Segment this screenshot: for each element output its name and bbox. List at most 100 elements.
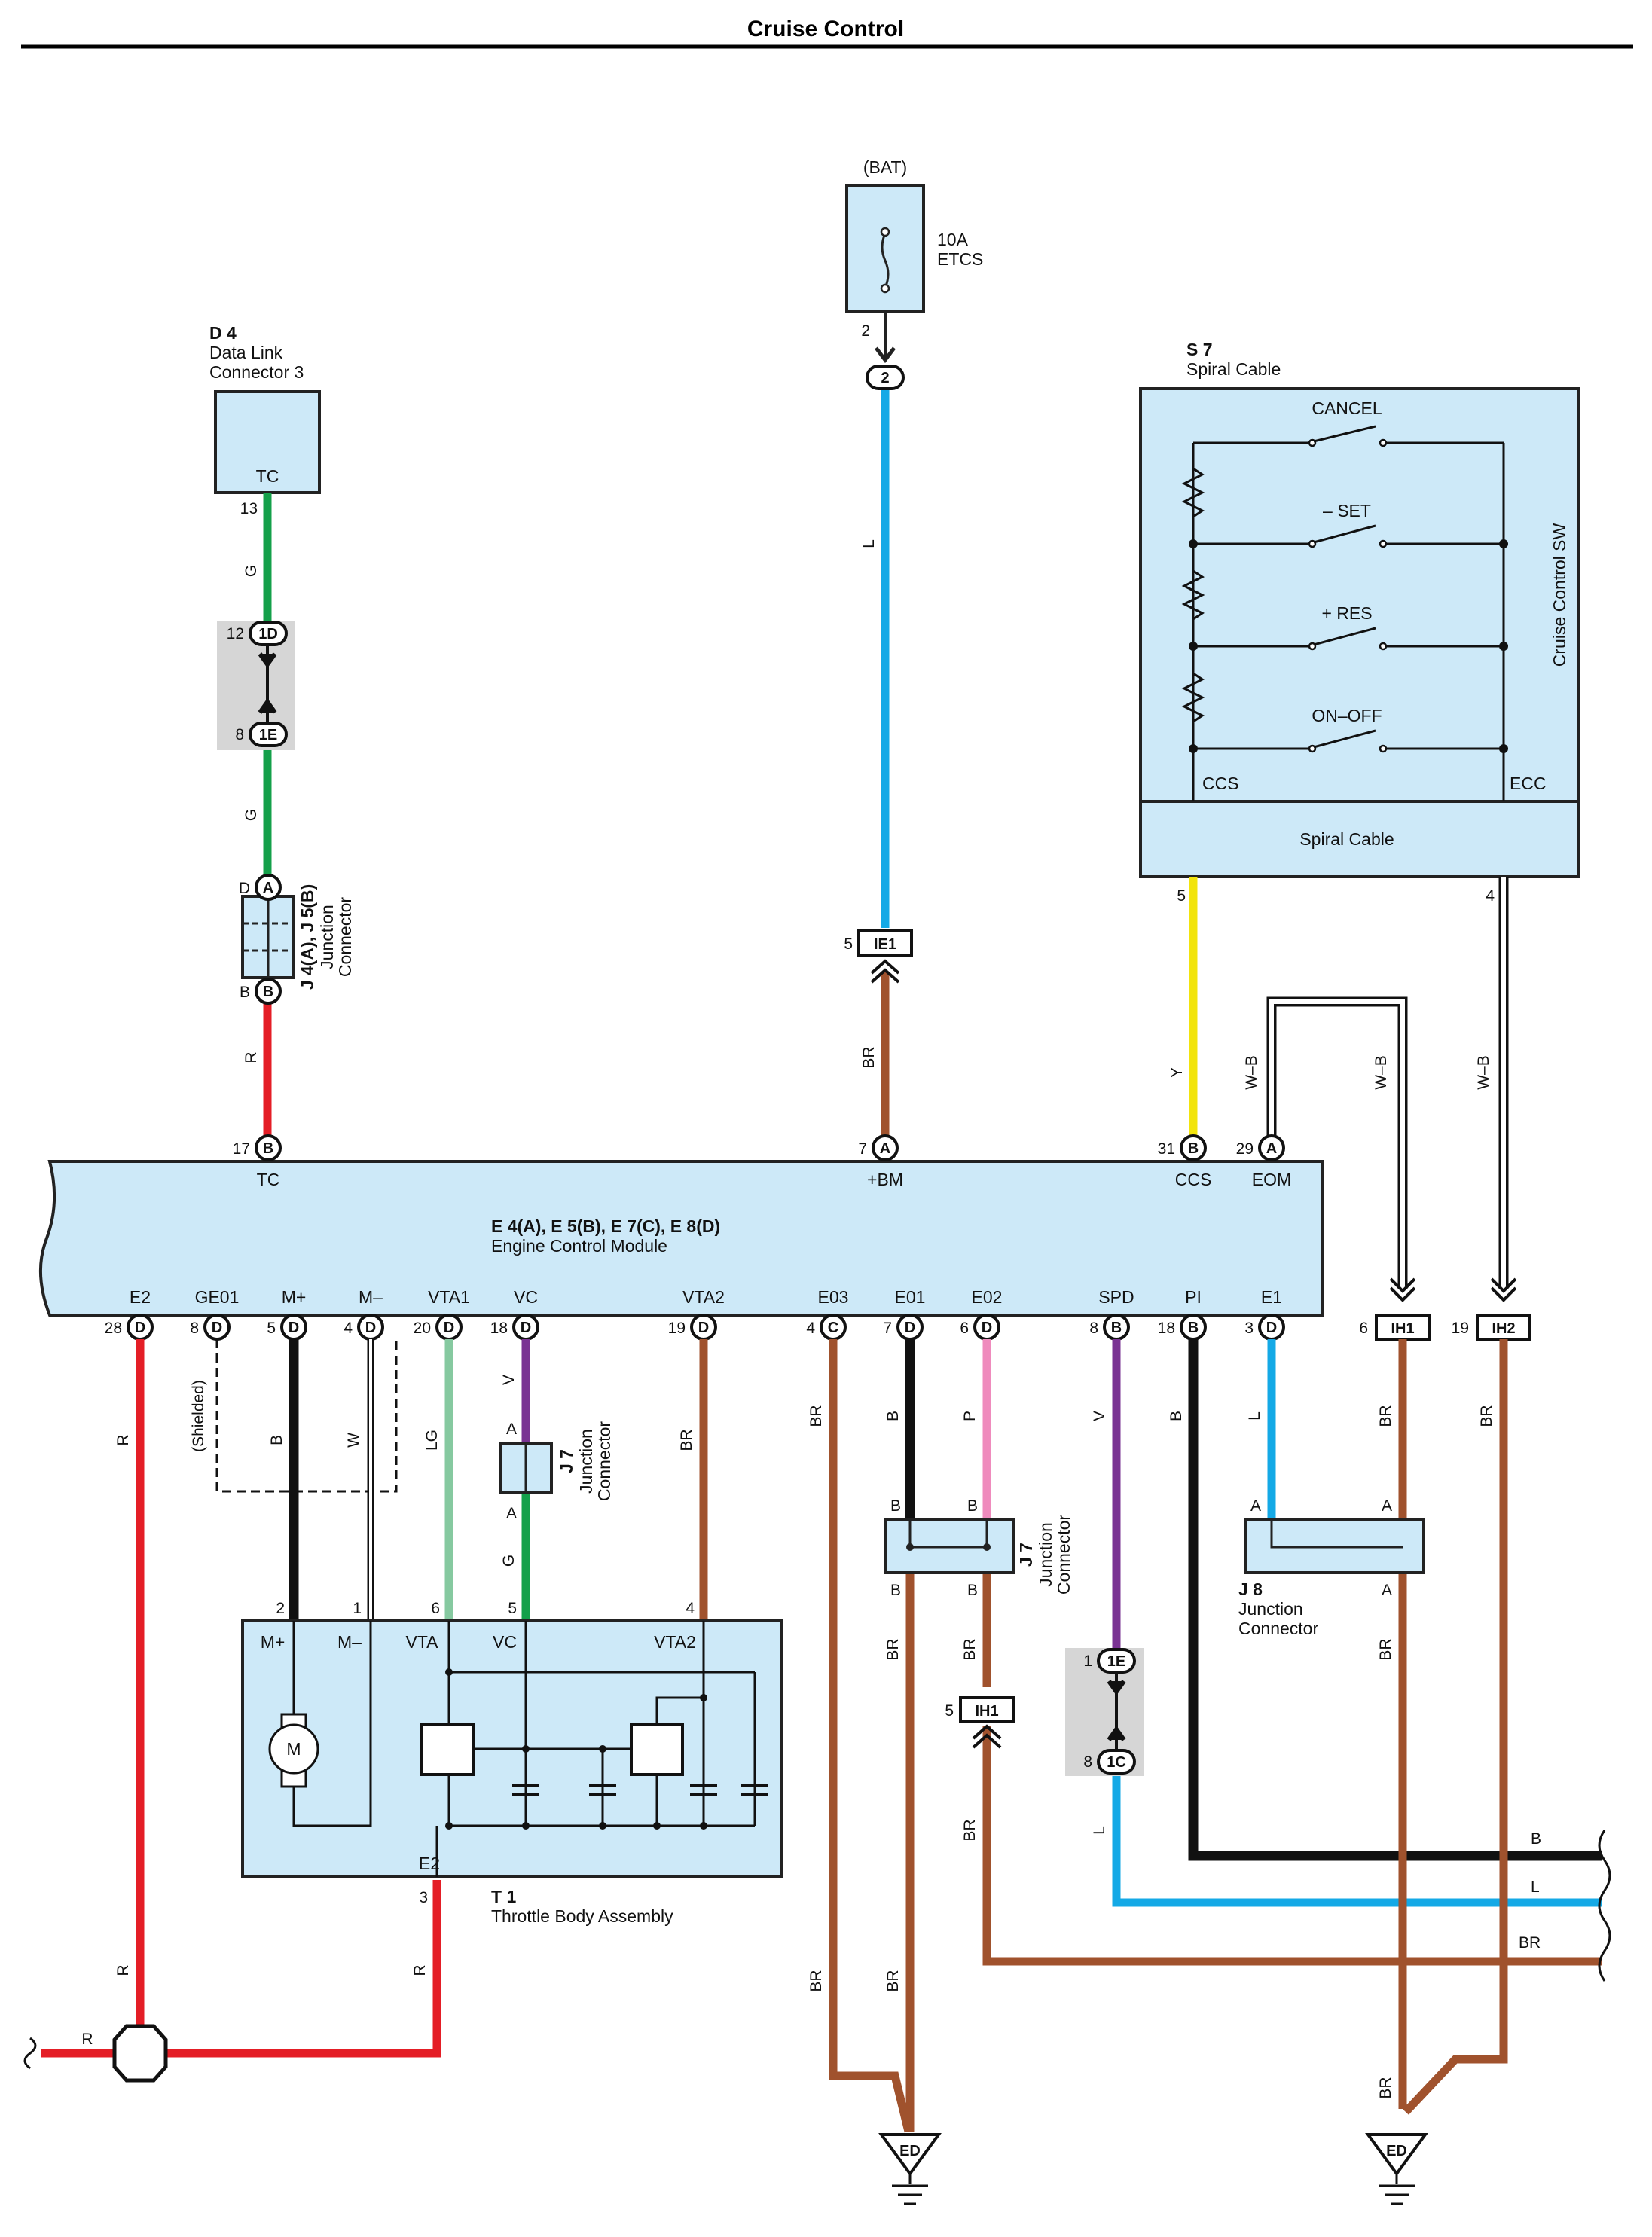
j45-conn-bot: B: [263, 984, 273, 1000]
d4-name2: Connector 3: [209, 362, 304, 382]
s7-pin-ccs: 5: [1177, 887, 1186, 905]
j7-pin: B: [890, 1582, 901, 1599]
wire-break-icon: [1598, 1830, 1611, 1982]
wire-label: W: [345, 1433, 362, 1448]
sensor-vta2: [630, 1723, 684, 1776]
wire-label: V: [500, 1375, 518, 1385]
connector-pin: 12: [227, 625, 244, 642]
wire-label: BR: [1377, 1405, 1394, 1427]
motor-label: M: [286, 1739, 301, 1759]
ecm-terminal-label: GE01: [195, 1287, 240, 1307]
t1-pin: 6: [431, 1600, 440, 1617]
wire-label: R: [115, 1964, 132, 1976]
j7-pin: A: [506, 1505, 517, 1522]
connector-code: IH1: [975, 1703, 998, 1720]
dlc3-connector: D 4 Data Link Connector 3 TC 13: [209, 323, 321, 517]
conn-2: [866, 365, 905, 390]
wire-label: W–B: [1475, 1055, 1492, 1090]
ground-icon: [1365, 2133, 1428, 2177]
engine-control-module: E 4(A), E 5(B), E 7(C), E 8(D) Engine Co…: [38, 1134, 1324, 1341]
wire-label: BR: [884, 1638, 902, 1660]
svg-text:TC: TC: [257, 1170, 280, 1189]
wire-label: P: [961, 1411, 979, 1421]
wire-br: [1402, 1339, 1508, 2115]
t1-pin: 3: [419, 1889, 428, 1906]
s7-pin-ecc: 4: [1486, 887, 1495, 905]
fuse-pin: 2: [861, 322, 870, 340]
inline-connector-ih2: IH2 19: [1452, 1277, 1531, 1341]
wire-label: R: [115, 1434, 132, 1445]
junction-connector-j7-vc: A A J 7 Junction Connector: [499, 1421, 614, 1522]
svg-text:31: 31: [1158, 1140, 1175, 1158]
t1-pin: 4: [686, 1600, 695, 1617]
wire-label: BR: [961, 1638, 979, 1660]
wire-label: G: [500, 1555, 518, 1567]
inline-connector-ih1-lower: IH1 5: [945, 1696, 1015, 1749]
ecm-bottom-terminal: M+D5: [267, 1287, 307, 1341]
ecm-terminal-label: VC: [514, 1287, 538, 1307]
j7-pin: B: [967, 1582, 978, 1599]
j45-pin-bot: B: [240, 984, 250, 1001]
connector-pin: 5: [945, 1702, 954, 1720]
wire-label: B: [268, 1435, 286, 1445]
svg-text:+BM: +BM: [867, 1170, 903, 1189]
wire-label: L: [860, 539, 878, 548]
wire-label: BR: [860, 1046, 878, 1068]
wire-label: BR: [808, 1405, 825, 1427]
shield-outline: [215, 1339, 398, 1493]
junction-connector-j8: A A A J 8 Junction Connector: [1238, 1497, 1425, 1638]
wire-label: Y: [1168, 1067, 1186, 1078]
j7-id: J 7: [557, 1449, 576, 1473]
ecm-terminal-label: E2: [130, 1287, 151, 1307]
t1-term: VTA2: [654, 1632, 696, 1652]
d4-terminal: TC: [256, 466, 279, 486]
ecm-terminal-label: E01: [895, 1287, 926, 1307]
connector-arrow-icon: [1389, 1277, 1416, 1302]
ecm-id: E 4(A), E 5(B), E 7(C), E 8(D): [491, 1216, 720, 1236]
page-title: Cruise Control: [747, 17, 904, 41]
wire-label: R: [411, 1964, 429, 1976]
t1-id: T 1: [491, 1887, 516, 1906]
svg-text:7: 7: [858, 1140, 867, 1158]
t1-pin: 2: [276, 1600, 285, 1617]
wire-b: [1188, 1339, 1602, 1861]
wire-label: V: [1091, 1411, 1108, 1421]
ecm-terminal-connector: D: [982, 1320, 992, 1336]
ecm-terminal-label: M–: [359, 1287, 383, 1307]
s7-cable-label: Spiral Cable: [1299, 829, 1394, 849]
wire-br: [829, 1339, 913, 2133]
ecm-terminal-label: VTA2: [682, 1287, 725, 1307]
ecm-terminal-connector: C: [828, 1320, 838, 1336]
s7-name: Spiral Cable: [1186, 359, 1281, 379]
ecm-terminal-connector: D: [212, 1320, 222, 1336]
spiral-cable-s7: S 7 Spiral Cable Spiral Cable Cruise Con…: [1139, 340, 1580, 905]
j45-name2: Connector: [335, 897, 355, 977]
ecm-terminal-pin: 6: [960, 1320, 969, 1337]
ecm-terminal-pin: 4: [806, 1320, 815, 1337]
svg-text:EOM: EOM: [1252, 1170, 1291, 1189]
wire-label: BR: [1478, 1405, 1495, 1427]
fuse-amp: 10A: [937, 230, 969, 249]
wire-label: B: [884, 1411, 902, 1421]
ecm-terminal-pin: 20: [414, 1320, 431, 1337]
fuse-etcs: (BAT) 10A ETCS 2: [845, 157, 983, 364]
ecm-terminal-connector: D: [289, 1320, 299, 1336]
switch-onoff: ON–OFF: [1308, 706, 1388, 753]
j7-name2: Connector: [594, 1421, 614, 1501]
arrow-down-icon: [875, 346, 896, 364]
j7-name1: Junction: [1036, 1522, 1055, 1587]
svg-text:CCS: CCS: [1175, 1170, 1212, 1189]
inline-connector-1e-1c: 1E 1 1C 8: [1065, 1648, 1144, 1776]
fuse-name: ETCS: [937, 249, 983, 269]
ecm-terminal-label: E1: [1261, 1287, 1282, 1307]
wire-l: [1112, 1775, 1602, 1907]
t1-term: VC: [493, 1632, 517, 1652]
